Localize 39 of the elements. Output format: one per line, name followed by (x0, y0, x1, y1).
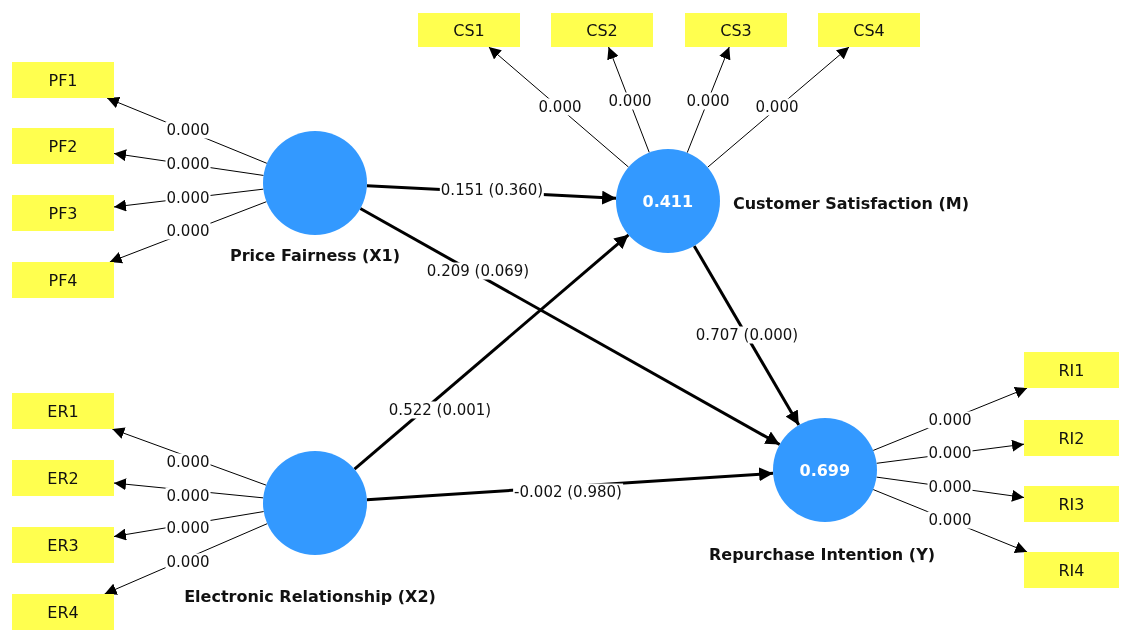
edge-label: 0.000 (165, 553, 211, 571)
indicator-box: ER1 (12, 393, 114, 429)
edge-label: 0.000 (165, 222, 211, 240)
edge-label: 0.000 (537, 98, 583, 116)
indicator-box: RI2 (1024, 420, 1119, 456)
path-arrow (692, 245, 801, 426)
construct-label: Customer Satisfaction (M) (731, 193, 971, 215)
edge-label: 0.000 (685, 92, 731, 110)
edge-label: 0.707 (0.000) (694, 326, 800, 344)
r-squared-value: 0.699 (799, 460, 851, 480)
indicator-box: CS3 (685, 13, 787, 47)
path-arrow (353, 233, 630, 471)
indicator-box: PF1 (12, 62, 114, 98)
indicator-box: PF2 (12, 128, 114, 164)
edge-label: 0.000 (927, 511, 973, 529)
construct-label: Repurchase Intention (Y) (707, 544, 937, 566)
indicator-box: CS1 (418, 13, 520, 47)
indicator-box: ER2 (12, 460, 114, 496)
edge-label: 0.000 (927, 411, 973, 429)
edge-label: -0.002 (0.980) (513, 483, 623, 501)
indicator-box: RI4 (1024, 552, 1119, 588)
construct-label: Price Fairness (X1) (228, 245, 402, 267)
indicator-box: PF4 (12, 262, 114, 298)
indicator-box: RI1 (1024, 352, 1119, 388)
path-arrow (359, 207, 781, 446)
indicator-box: ER4 (12, 594, 114, 630)
edge-label: 0.209 (0.069) (425, 262, 531, 280)
edge-label: 0.000 (607, 92, 653, 110)
indicator-box: ER3 (12, 527, 114, 563)
edge-label: 0.151 (0.360) (439, 181, 545, 199)
indicator-box: CS4 (818, 13, 920, 47)
indicator-box: RI3 (1024, 486, 1119, 522)
indicator-box: PF3 (12, 195, 114, 231)
edge-label: 0.522 (0.001) (387, 401, 493, 419)
indicator-box: CS2 (551, 13, 653, 47)
r-squared-value: 0.411 (642, 191, 694, 211)
edge-label: 0.000 (165, 121, 211, 139)
edge-label: 0.000 (754, 98, 800, 116)
construct-label: Electronic Relationship (X2) (183, 586, 437, 608)
